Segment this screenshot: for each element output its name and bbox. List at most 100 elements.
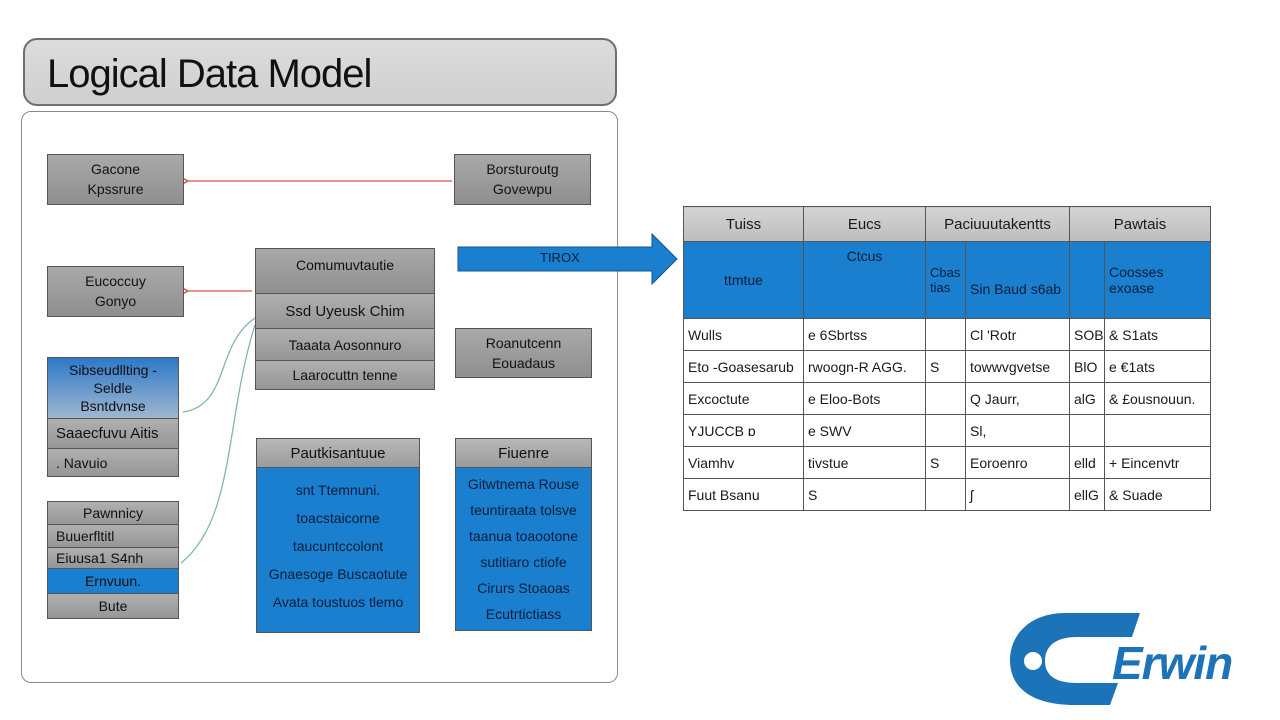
table-cell: e Eloo-Bots [803, 382, 926, 415]
table-cell [925, 478, 966, 511]
entity-attribute: Ecutrtictiass [485, 606, 562, 622]
table-cell: Fuut Bsanu [683, 478, 804, 511]
entity-label: Pautkisantuue [290, 445, 386, 462]
entity-row[interactable]: Eiuusa1 S4nh [47, 547, 179, 569]
entity-attribute: Avata toustuos tlemo [272, 594, 404, 610]
table-cell: towwvgvetse [965, 350, 1070, 383]
table-cell: Sl, [965, 414, 1070, 447]
table-cell: Ctcus [803, 241, 926, 319]
table-header-cell: Tuiss [683, 206, 804, 242]
entity-row-label: Ssd Uyeusk Chim [285, 302, 405, 320]
table-cell: BlO [1069, 350, 1105, 383]
page-title: Logical Data Model [47, 52, 372, 96]
table-cell: S [925, 446, 966, 479]
entity-row[interactable]: Saaecfuvu Aitis [47, 418, 179, 449]
entity-row-label: Ernvuun. [84, 573, 142, 589]
entity-header[interactable]: Fiuenre [455, 438, 592, 468]
entity-label: Eucoccuy [85, 273, 146, 289]
flow-arrow [457, 232, 678, 286]
entity-row[interactable]: Taaata Aosonnuro [255, 328, 435, 361]
entity-row[interactable]: Laarocuttn tenne [255, 360, 435, 390]
entity-attribute: taucuntccolont [292, 538, 384, 554]
entity-row[interactable]: . Navuio [47, 448, 179, 477]
entity-box[interactable]: Eucoccuy Gonyo [47, 266, 184, 317]
entity-row[interactable]: Sibseudllting - Seldle Bsntdvnse [47, 357, 179, 419]
table-header-row: Tuiss Eucs Paciuuutakentts Pawtais [683, 206, 1211, 242]
entity-box[interactable]: Borsturoutg Govewpu [454, 154, 591, 205]
flow-arrow-label: TIROX [540, 250, 580, 265]
table-cell: tivstue [803, 446, 926, 479]
table-row[interactable]: Wulls e 6Sbrtss Cl 'Rotr SOB & S1ats [683, 318, 1211, 351]
entity-attribute: toacstaicorne [296, 510, 380, 526]
table-cell: Eto -Goasesarub [683, 350, 804, 383]
table-cell: rwoogn-R AGG. [803, 350, 926, 383]
entity-row-label: Laarocuttn tenne [292, 367, 398, 383]
entity-row-label: Eiuusa1 S4nh [56, 550, 144, 566]
table-cell: e SWV [803, 414, 926, 447]
entity-row-label: Buuerfltitl [56, 528, 115, 544]
table-cell [925, 382, 966, 415]
entity-attribute: snt Ttemnuni. [295, 482, 381, 498]
table-cell: ttmtue [683, 241, 804, 319]
entity-attribute: Gnaesoge Buscaotute [268, 566, 408, 582]
entity-label: Eouadaus [491, 355, 556, 371]
entity-row-label: Taaata Aosonnuro [288, 336, 402, 353]
table-row[interactable]: Eto -Goasesarub rwoogn-R AGG. S towwvgve… [683, 350, 1211, 383]
entity-attribute: Cirurs Stoaoas [477, 580, 570, 596]
table-header-cell: Eucs [803, 206, 926, 242]
entity-body[interactable]: Gitwtnema Rouse teuntiraata tolsve taanu… [455, 467, 592, 631]
entity-label: Borsturoutg [486, 161, 559, 177]
entity-row-label: Bsntdvnse [80, 398, 146, 414]
entity-row-label: . Navuio [56, 454, 108, 471]
table-row-highlight[interactable]: ttmtue Ctcus Cbas tias Sin Baud s6ab Coo… [683, 241, 1211, 319]
table-cell: Viamhv [683, 446, 804, 479]
table-cell [925, 318, 966, 351]
entity-row[interactable]: Buuerfltitl [47, 524, 179, 548]
logo-wordmark: Erwin [1112, 637, 1233, 689]
entity-label: Gonyo [94, 293, 137, 309]
table-cell: & S1ats [1104, 318, 1211, 351]
entity-row-label: Pawnnicy [83, 505, 143, 521]
entity-row-label: Saaecfuvu Aitis [56, 425, 159, 442]
table-cell: Excoctute [683, 382, 804, 415]
entity-attribute: teuntiraata tolsve [470, 502, 577, 518]
table-row[interactable]: Viamhv tivstue S Eoroenro elld + Eincenv… [683, 446, 1211, 479]
entity-box[interactable]: Gacone Kpssrure [47, 154, 184, 205]
entity-attribute: sutitiaro ctiofe [480, 554, 567, 570]
relation-line [182, 317, 256, 413]
entity-box[interactable]: Roanutcenn Eouadaus [455, 328, 592, 378]
table-cell [1104, 414, 1211, 447]
entity-label: Kpssrure [87, 181, 144, 197]
erwin-logo-icon [1010, 613, 1140, 705]
table-cell: & Suade [1104, 478, 1211, 511]
entity-header[interactable]: Comumuvtautie [255, 248, 435, 294]
entity-row-label: Bute [98, 598, 128, 614]
entity-body[interactable]: snt Ttemnuni. toacstaicorne taucuntccolo… [256, 467, 420, 633]
table-cell: Wulls [683, 318, 804, 351]
entity-row[interactable]: Ssd Uyeusk Chim [255, 293, 435, 329]
table-cell: Eoroenro [965, 446, 1070, 479]
title-bar: Logical Data Model [23, 38, 617, 106]
table-cell: Cl 'Rotr [965, 318, 1070, 351]
table-row[interactable]: Fuut Bsanu S ʃ ellG & Suade [683, 478, 1211, 511]
table-row[interactable]: Excoctute e Eloo-Bots Q Jaurr, alG & £ou… [683, 382, 1211, 415]
entity-attribute: taanua toaootone [469, 528, 578, 544]
entity-header[interactable]: Pautkisantuue [256, 438, 420, 468]
table-cell: Coosses exoase [1104, 241, 1211, 319]
entity-row[interactable]: Pawnnicy [47, 501, 179, 525]
table-cell: alG [1069, 382, 1105, 415]
table-cell: e €1ats [1104, 350, 1211, 383]
entity-row[interactable]: Ernvuun. [47, 568, 179, 594]
entity-label: Gacone [90, 161, 141, 177]
table-header-cell: Pawtais [1069, 206, 1211, 242]
entity-row[interactable]: Bute [47, 593, 179, 619]
table-cell: e 6Sbrtss [803, 318, 926, 351]
relation-line [180, 324, 256, 564]
table-cell: Q Jaurr, [965, 382, 1070, 415]
table-cell: S [925, 350, 966, 383]
entity-label: Comumuvtautie [295, 257, 395, 273]
table-row[interactable]: YJUCCB ɒ e SWV Sl, [683, 414, 1211, 447]
table-cell: + Eincenvtr [1104, 446, 1211, 479]
table-cell: SOB [1069, 318, 1105, 351]
